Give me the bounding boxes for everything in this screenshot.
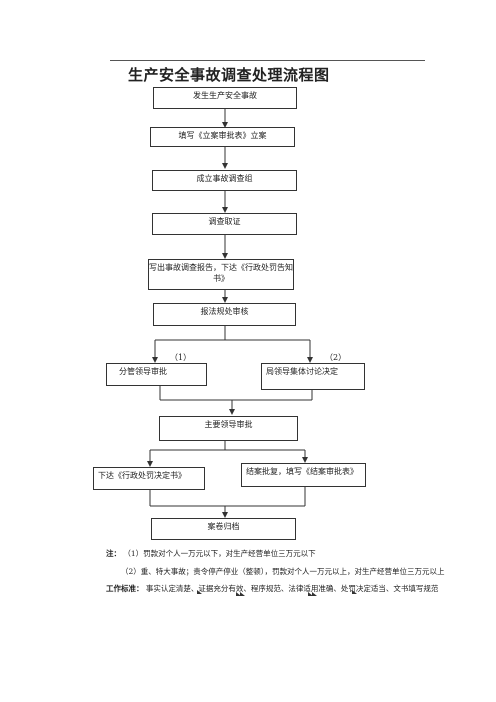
step-penalty-decision: 下达《行政处罚决定书》 (93, 467, 205, 490)
standard-line: 工作标准： 事实认定清楚、证据充分有效、程序规范、法律适用准确、处罚决定适当、文… (106, 583, 438, 594)
mark-arrow-icon (240, 592, 245, 596)
note-label: 注： (106, 549, 121, 558)
mark-arrow-icon (312, 592, 317, 596)
mark-arrow-icon (352, 590, 357, 594)
step-chief-approval: 主要领导审批 (159, 416, 298, 441)
step-investigate: 调查取证 (152, 213, 297, 235)
step-deputy-approval: 分管领导审批 (106, 363, 207, 386)
step-register-case: 填写《立案审批表》立案 (150, 127, 295, 147)
step-closure: 结案批复，填写《结案审批表》 (241, 463, 366, 487)
step-report: 写出事故调查报告，下达《行政处罚告知书》 (148, 259, 294, 290)
note-text-1: （1）罚款对个人一万元以下，对生产经营单位三万元以下 (123, 549, 316, 558)
step-collective-decision: 局领导集体讨论决定 (261, 363, 365, 390)
step-legal-review: 报法规处审核 (153, 303, 296, 326)
step-form-team: 成立事故调查组 (152, 170, 297, 191)
note-line-1: 注： （1）罚款对个人一万元以下，对生产经营单位三万元以下 (106, 548, 316, 559)
step-archive: 案卷归档 (151, 518, 296, 540)
branch-label-2: （2） (325, 353, 347, 362)
note-line-2: （2）重、特大事故；责令停产停业（整顿），罚款对个人一万元以上，对生产经营单位三… (121, 567, 445, 576)
standard-label: 工作标准： (106, 584, 144, 593)
page-title: 生产安全事故调查处理流程图 (128, 66, 330, 84)
step-incident: 发生生产安全事故 (153, 87, 297, 109)
standard-text: 事实认定清楚、证据充分有效、程序规范、法律适用准确、处罚决定适当、文书填写规范 (145, 584, 439, 593)
mark-arrow-icon (197, 590, 202, 594)
top-rule (110, 60, 425, 61)
mark-arrow-icon (308, 592, 313, 596)
mark-arrow-icon (236, 592, 241, 596)
branch-label-1: （1） (170, 353, 192, 362)
